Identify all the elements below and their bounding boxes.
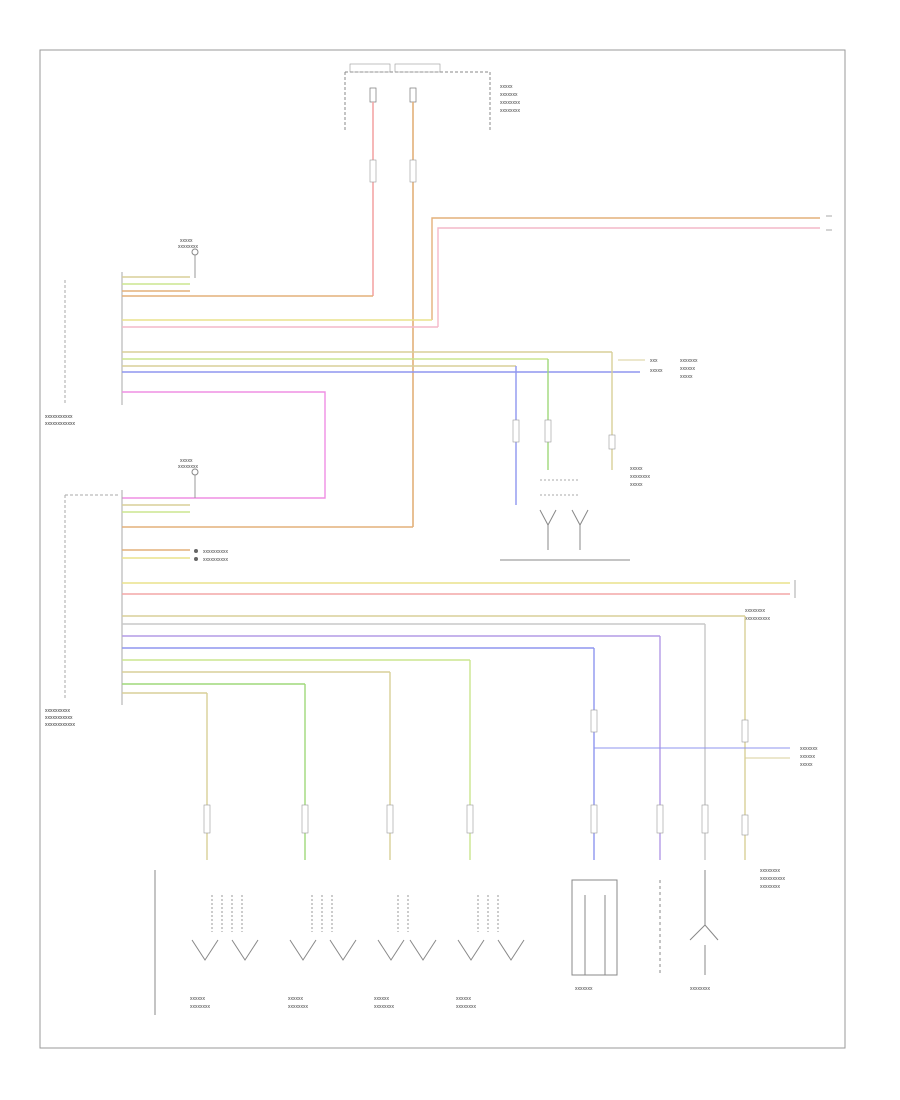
svg-text:xxxxxxxx: xxxxxxxx (690, 986, 711, 992)
svg-text:xxxxx: xxxxx (630, 482, 643, 488)
svg-text:xxxxxx: xxxxxx (680, 366, 696, 372)
svg-text:xxxxxxxxxxxx: xxxxxxxxxxxx (45, 722, 76, 728)
svg-text:xxxxxxxx: xxxxxxxx (288, 1004, 309, 1010)
svg-text:xxxxxx: xxxxxx (374, 996, 390, 1002)
svg-text:xxx: xxx (650, 358, 658, 364)
svg-text:xxxxx: xxxxx (180, 458, 193, 464)
fuse-feed-wires (369, 102, 417, 527)
left-upper-wires: xxx xxxxx xxxxxxx xxxxxx xxxxx (122, 276, 698, 499)
svg-text:xxxxxxxx: xxxxxxxx (178, 464, 199, 470)
svg-text:xxxxxxxx: xxxxxxxx (374, 1004, 395, 1010)
left-lower-wires: xxxxxxxx xxxxxxxxxx xxxxxxxxxx xxxxxxxxx… (122, 504, 796, 694)
svg-text:xxxxxx: xxxxxx (800, 754, 816, 760)
svg-text:xxxxx: xxxxx (650, 368, 663, 374)
svg-text:xxxxxxxx: xxxxxxxx (190, 1004, 211, 1010)
svg-text:xxxxxx: xxxxxx (456, 996, 472, 1002)
svg-text:xxxxxxxxxxxx: xxxxxxxxxxxx (45, 421, 76, 427)
svg-text:xxxxxxxxxxx: xxxxxxxxxxx (45, 715, 73, 721)
svg-text:xxxxxx: xxxxxx (190, 996, 206, 1002)
svg-text:xxxxxxx: xxxxxxx (680, 358, 698, 364)
svg-text:xxxxxxxxxx: xxxxxxxxxx (203, 557, 229, 563)
diagram-frame (39, 49, 846, 1049)
top-bus-wires (431, 215, 832, 327)
svg-text:xxxxx: xxxxx (500, 84, 513, 90)
svg-text:xxxxx: xxxxx (680, 374, 693, 380)
svg-text:xxxxx: xxxxx (180, 238, 193, 244)
svg-text:xxxxxx: xxxxxx (288, 996, 304, 1002)
svg-text:xxxxxxxx: xxxxxxxx (760, 868, 781, 874)
svg-text:xxxxxxxx: xxxxxxxx (500, 108, 521, 114)
svg-text:xxxxxxx: xxxxxxx (500, 92, 518, 98)
svg-text:xxxxxxxx: xxxxxxxx (630, 474, 651, 480)
svg-text:xxxxxxx: xxxxxxx (800, 746, 818, 752)
svg-text:xxxxxxxx: xxxxxxxx (760, 884, 781, 890)
fuse-box: xxxxx xxxxxxx xxxxxxxx xxxxxxxx (344, 63, 521, 130)
svg-text:xxxxxxxxxx: xxxxxxxxxx (760, 876, 786, 882)
svg-text:xxxxxxx: xxxxxxx (575, 986, 593, 992)
svg-text:xxxxxxxx: xxxxxxxx (500, 100, 521, 106)
svg-text:xxxxxxxx: xxxxxxxx (456, 1004, 477, 1010)
svg-text:xxxxx: xxxxx (800, 762, 813, 768)
svg-text:xxxxxxxxxx: xxxxxxxxxx (745, 616, 771, 622)
svg-text:xxxxxxxxxx: xxxxxxxxxx (203, 549, 229, 555)
bottom-switches: xxxxxxxx xxxxxxxxxx xxxxxxxx xxxxxx xxxx… (154, 868, 786, 1015)
svg-text:xxxxx: xxxxx (630, 466, 643, 472)
svg-text:xxxxxxxx: xxxxxxxx (178, 244, 199, 250)
left-rear-switch-wires: xxxxx xxxxxxxx xxxxx (500, 352, 651, 561)
svg-text:xxxxxxxxxxx: xxxxxxxxxxx (45, 414, 73, 420)
svg-text:xxxxxxxx: xxxxxxxx (745, 608, 766, 614)
left-upper-module: xxxxxxxxxxx xxxxxxxxxxxx xxxxx xxxxxxxx (45, 238, 199, 427)
svg-text:xxxxxxxxxx: xxxxxxxxxx (45, 708, 71, 714)
bottom-drop-wires: xxxxxxx xxxxxx xxxxx (203, 616, 818, 860)
left-lower-module: xxxxxxxxxx xxxxxxxxxxx xxxxxxxxxxxx xxxx… (45, 458, 199, 728)
